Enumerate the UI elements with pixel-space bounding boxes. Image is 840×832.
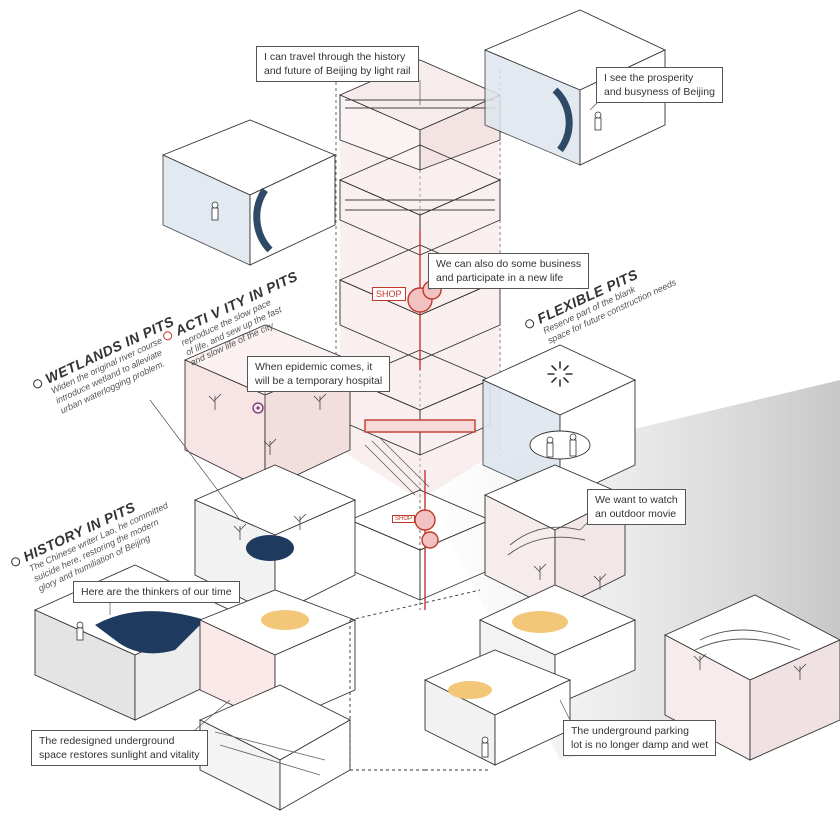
- callout-line: I see the prosperity: [604, 72, 694, 84]
- callout-line: and future of Beijing by light rail: [264, 65, 411, 77]
- epidemic-callout: When epidemic comes, it will be a tempor…: [247, 356, 391, 392]
- loading-spinner-icon: [547, 361, 573, 387]
- callout-line: will be a temporary hospital: [255, 375, 383, 387]
- thinkers-callout: Here are the thinkers of our time: [73, 581, 240, 603]
- parking-cube-lower: [423, 649, 572, 766]
- movie-cube: [483, 464, 627, 611]
- movie-callout: We want to watch an outdoor movie: [587, 489, 686, 525]
- top-left-cube: [161, 119, 337, 266]
- callout-line: lot is no longer damp and wet: [571, 739, 709, 751]
- callout-line: The redesigned underground: [39, 735, 175, 747]
- callout-line: space restores sunlight and vitality: [39, 749, 200, 761]
- callout-line: and busyness of Beijing: [604, 86, 715, 98]
- callout-line: I can travel through the history: [264, 51, 406, 63]
- callout-line: The underground parking: [571, 725, 689, 737]
- business-callout: We can also do some business and partici…: [428, 253, 590, 289]
- person-figure-icon: [76, 111, 602, 758]
- road-slab: [198, 684, 351, 811]
- sunlight-callout: The redesigned underground space restore…: [31, 730, 208, 766]
- amphitheater-cube: [663, 594, 840, 761]
- callout-line: an outdoor movie: [595, 508, 677, 520]
- light-rail-callout: I can travel through the history and fut…: [256, 46, 419, 82]
- circulation-loop: [349, 589, 490, 771]
- wetlands-cube: [193, 464, 357, 616]
- prosperity-callout: I see the prosperity and busyness of Bei…: [596, 67, 723, 103]
- history-cube: [33, 564, 232, 721]
- activity-red-stems: [364, 230, 476, 610]
- callout-line: When epidemic comes, it: [255, 361, 373, 373]
- callout-line: Here are the thinkers of our time: [81, 586, 232, 598]
- parking-callout: The underground parking lot is no longer…: [563, 720, 717, 756]
- shop-tag: SHOP: [372, 287, 406, 301]
- callout-line: We can also do some business: [436, 258, 582, 270]
- flexible-cube: [481, 344, 637, 501]
- callout-line: and participate in a new life: [436, 272, 564, 284]
- biohazard-icon: [252, 402, 264, 414]
- escalator: [364, 436, 430, 496]
- shop-tag-small: SHOP: [392, 515, 416, 523]
- tree-icon: [208, 393, 807, 680]
- callout-line: We want to watch: [595, 494, 678, 506]
